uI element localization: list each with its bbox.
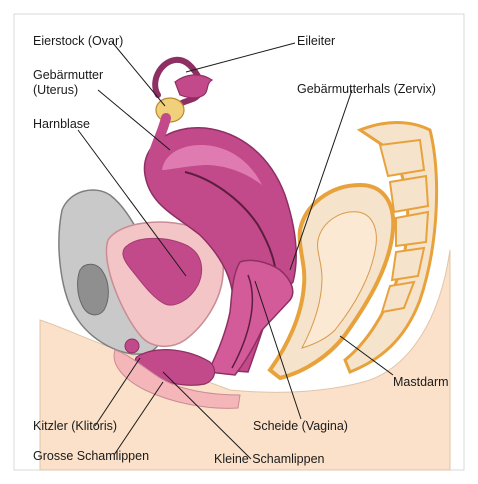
label-tube: Eileiter bbox=[297, 34, 335, 49]
label-clitoris: Kitzler (Klitoris) bbox=[33, 419, 117, 434]
label-vagina: Scheide (Vagina) bbox=[253, 419, 348, 434]
label-uterus-line2: (Uterus) bbox=[33, 83, 78, 98]
fimbriae bbox=[175, 75, 212, 98]
label-labia-majora: Grosse Schamlippen bbox=[33, 449, 149, 464]
label-labia-minora: Kleine Schamlippen bbox=[214, 452, 325, 467]
leader-tube bbox=[186, 43, 295, 72]
label-bladder: Harnblase bbox=[33, 117, 90, 132]
clitoris-shape bbox=[125, 339, 139, 353]
label-ovary: Eierstock (Ovar) bbox=[33, 34, 123, 49]
label-uterus-line1: Gebärmutter bbox=[33, 68, 103, 83]
label-rectum: Mastdarm bbox=[393, 375, 449, 390]
label-cervix: Gebärmutterhals (Zervix) bbox=[297, 82, 436, 97]
